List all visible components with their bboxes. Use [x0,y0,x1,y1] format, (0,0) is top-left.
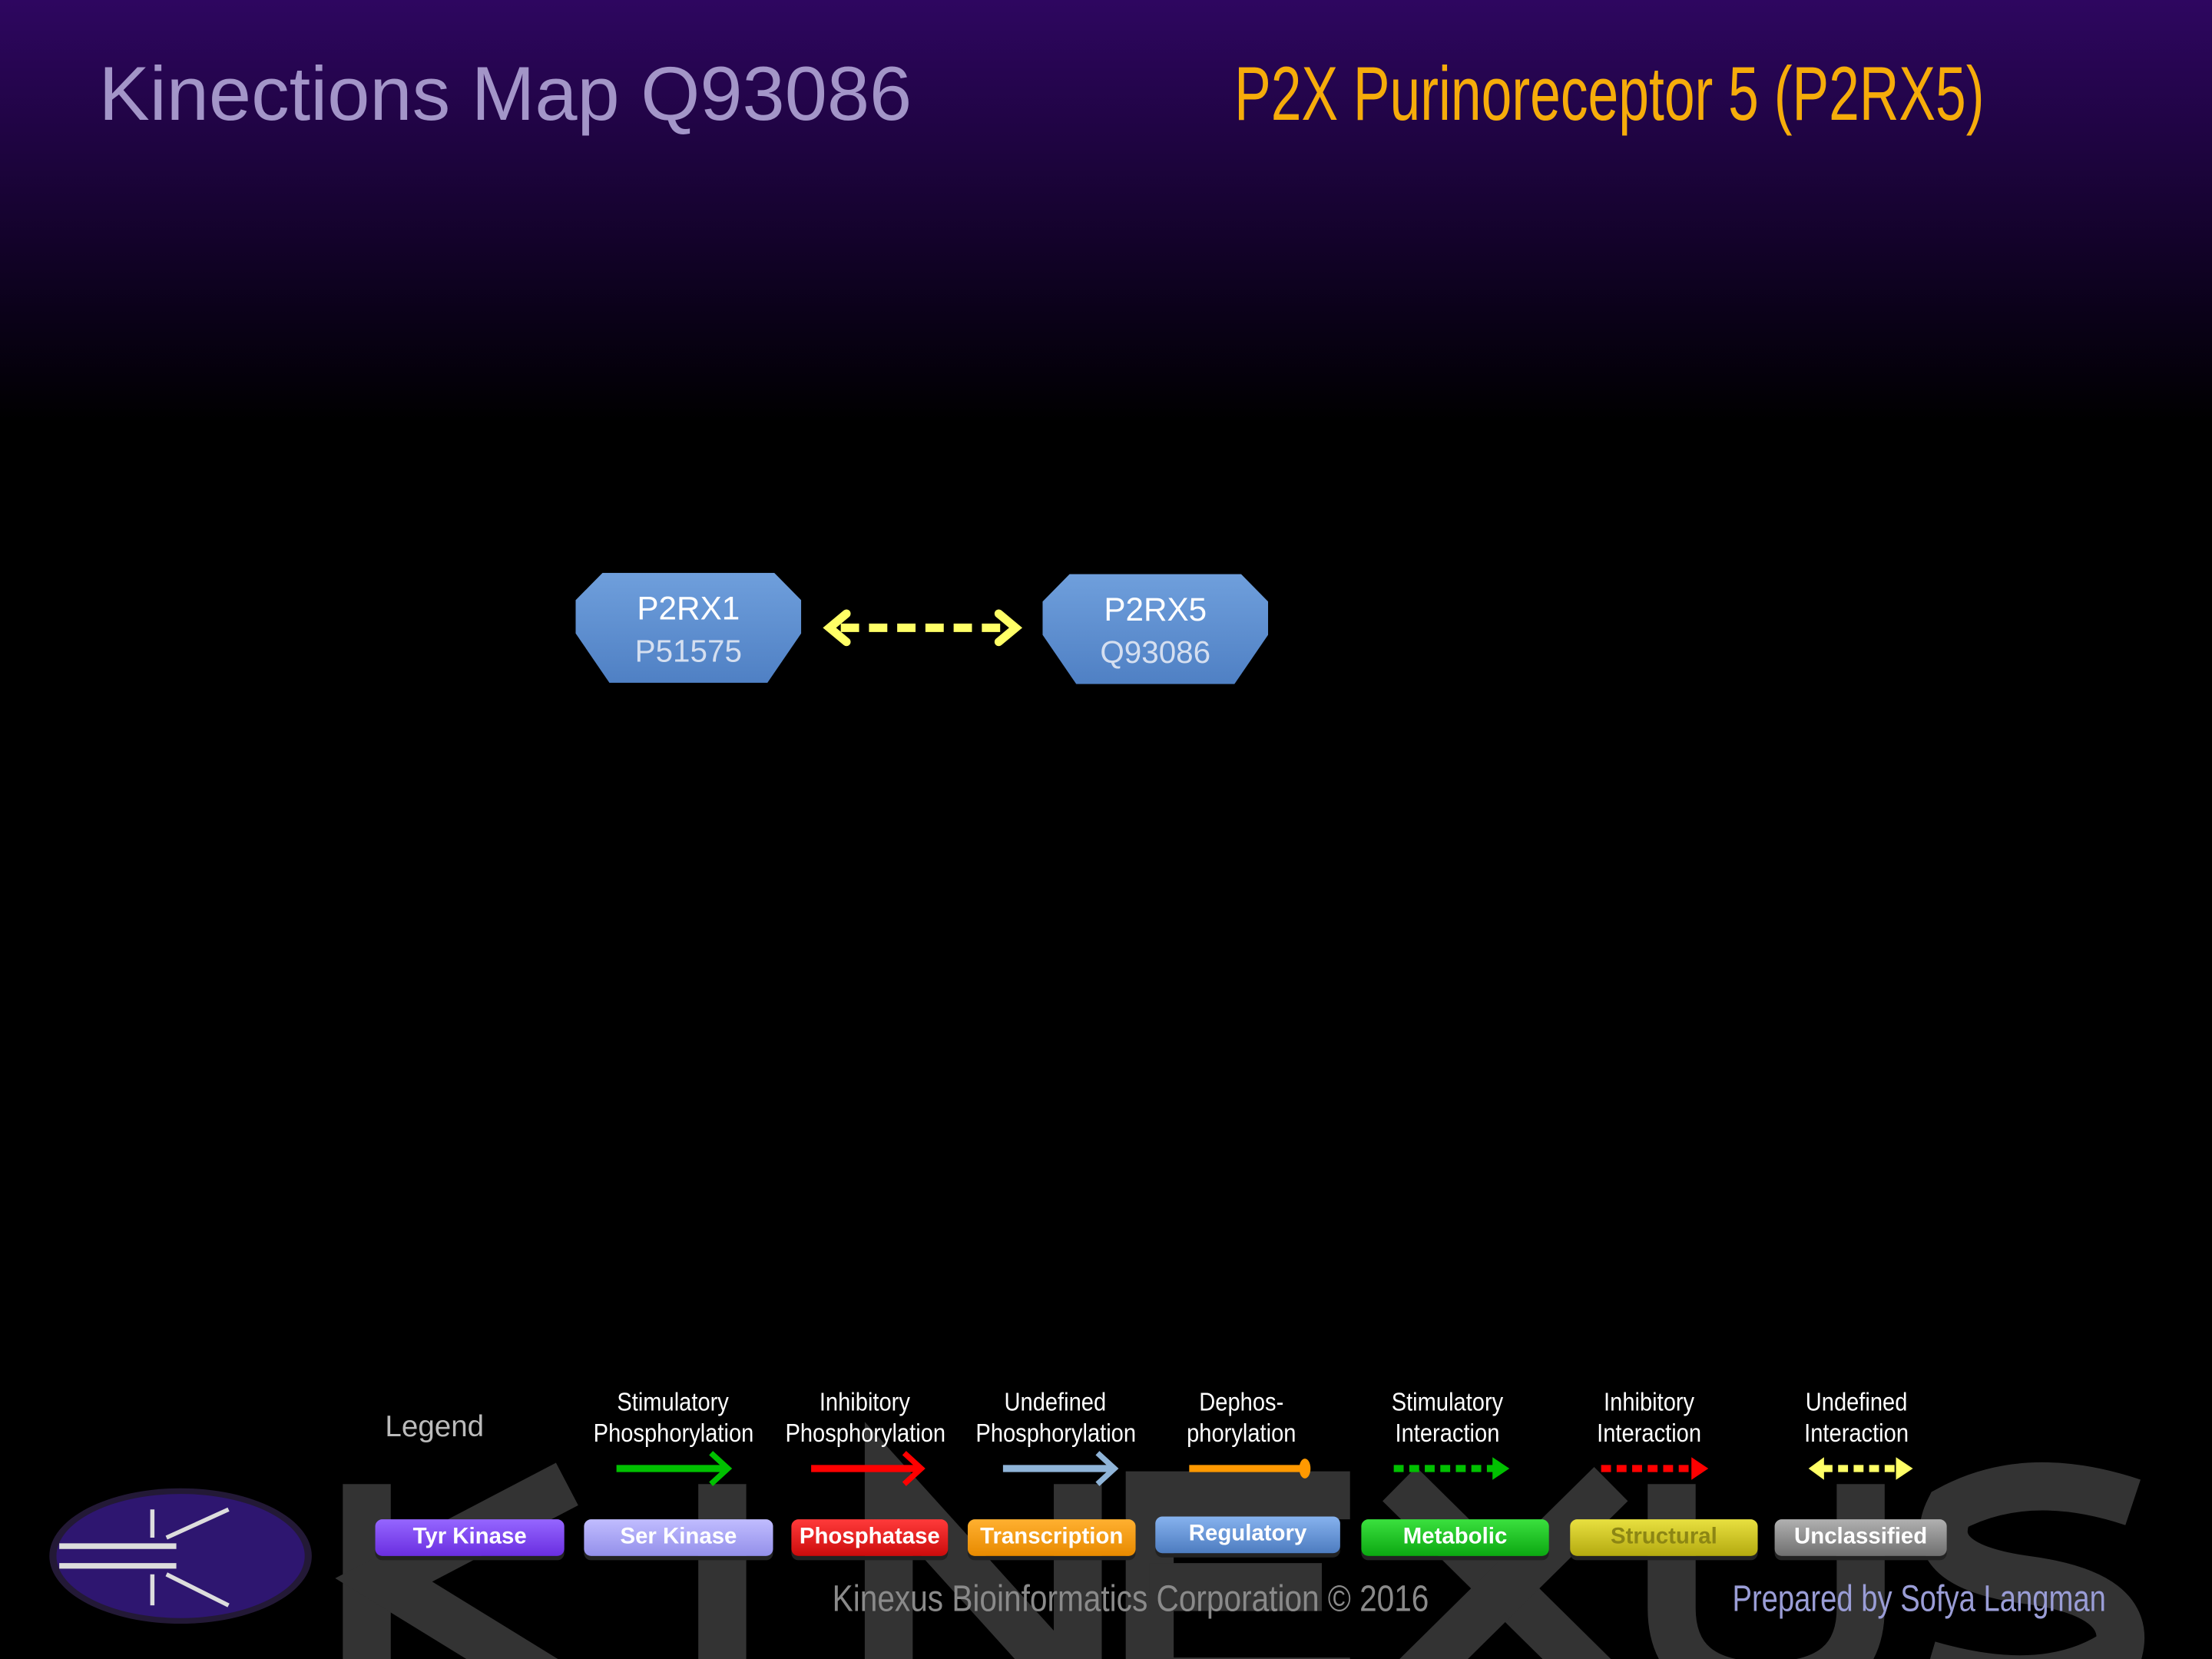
watermark-letter-shape [864,1422,1102,1659]
watermark-letter-shape [1919,1462,2144,1659]
protein-title: P2X Purinoreceptor 5 (P2RX5) [1234,51,1985,137]
legend-label: Dephos-phorylation [1187,1388,1296,1448]
node-accession: P51575 [634,633,742,669]
category-tyr-kinase: Tyr Kinase [375,1519,565,1556]
inhib-phos-arrow [811,1451,926,1486]
node-p2rx1[interactable]: P2RX1 P51575 [575,572,802,683]
kinexus-logo-icon [49,1488,312,1624]
category-regulatory: Regulatory [1155,1516,1340,1554]
category-phosphatase: Phosphatase [791,1519,949,1556]
map-title: Kinections Map Q93086 [98,51,912,137]
category-structural: Structural [1570,1519,1758,1556]
dephos-arrow [1189,1459,1311,1479]
prepared-by: Prepared by Sofya Langman [1732,1577,2106,1620]
node-gene: P2RX5 [1104,591,1207,628]
undef-int-arrow [1808,1457,1913,1480]
stim-phos-arrow [616,1451,733,1486]
category-metabolic: Metabolic [1361,1519,1549,1556]
category-unclassified: Unclassified [1774,1519,1947,1556]
node-accession: Q93086 [1100,634,1211,671]
legend-title: Legend [385,1410,485,1443]
copyright: Kinexus Bioinformatics Corporation © 201… [832,1577,1429,1620]
inhib-int-arrow [1601,1457,1709,1480]
legend-arrows [616,1451,1913,1486]
header-banner [0,0,2212,424]
undef-phos-arrow [1002,1451,1119,1486]
node-gene: P2RX1 [637,589,740,627]
watermark-letter-shape [1399,1466,1628,1659]
stim-int-arrow [1393,1457,1510,1480]
watermark-letter-shape [1647,1484,1885,1659]
edge-undefined-interaction[interactable] [823,609,1023,647]
category-ser-kinase: Ser Kinase [584,1519,773,1556]
node-p2rx5[interactable]: P2RX5 Q93086 [1042,574,1269,684]
watermark-letter-shape [335,1462,578,1659]
category-transcription: Transcription [967,1519,1136,1556]
